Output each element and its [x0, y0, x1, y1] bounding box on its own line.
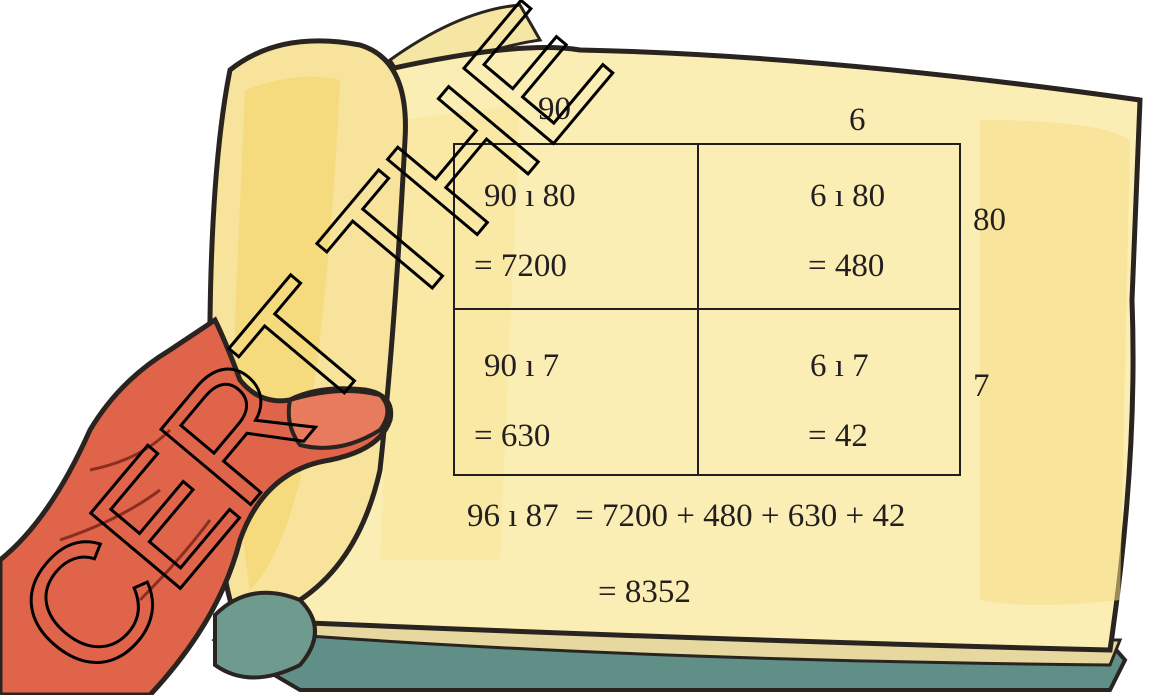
thumb [286, 389, 390, 450]
row-header-80: 80 [973, 202, 1006, 238]
sum-result: = 8352 [598, 574, 691, 610]
page-tint-left [380, 105, 520, 560]
cell-bottom-left-expression: 90 ı 7 [484, 348, 560, 384]
grid-horizontal-divider [455, 308, 959, 310]
cell-bottom-left-result: = 630 [474, 418, 551, 454]
cell-bottom-right-expression: 6 ı 7 [810, 348, 869, 384]
cell-top-right-expression: 6 ı 80 [810, 178, 886, 214]
cell-top-right-result: = 480 [808, 248, 885, 284]
sum-expression: 96 ı 87 = 7200 + 480 + 630 + 42 [467, 498, 906, 534]
cell-bottom-right-result: = 42 [808, 418, 868, 454]
cell-top-left-expression: 90 ı 80 [484, 178, 576, 214]
cell-top-left-result: = 7200 [474, 248, 567, 284]
column-header-90: 90 [538, 91, 571, 127]
page-roll [213, 590, 317, 680]
area-model-grid [453, 143, 961, 476]
column-header-6: 6 [849, 102, 866, 138]
hand-creases [59, 428, 212, 602]
page-tint [980, 120, 1130, 605]
row-header-7: 7 [973, 368, 990, 404]
